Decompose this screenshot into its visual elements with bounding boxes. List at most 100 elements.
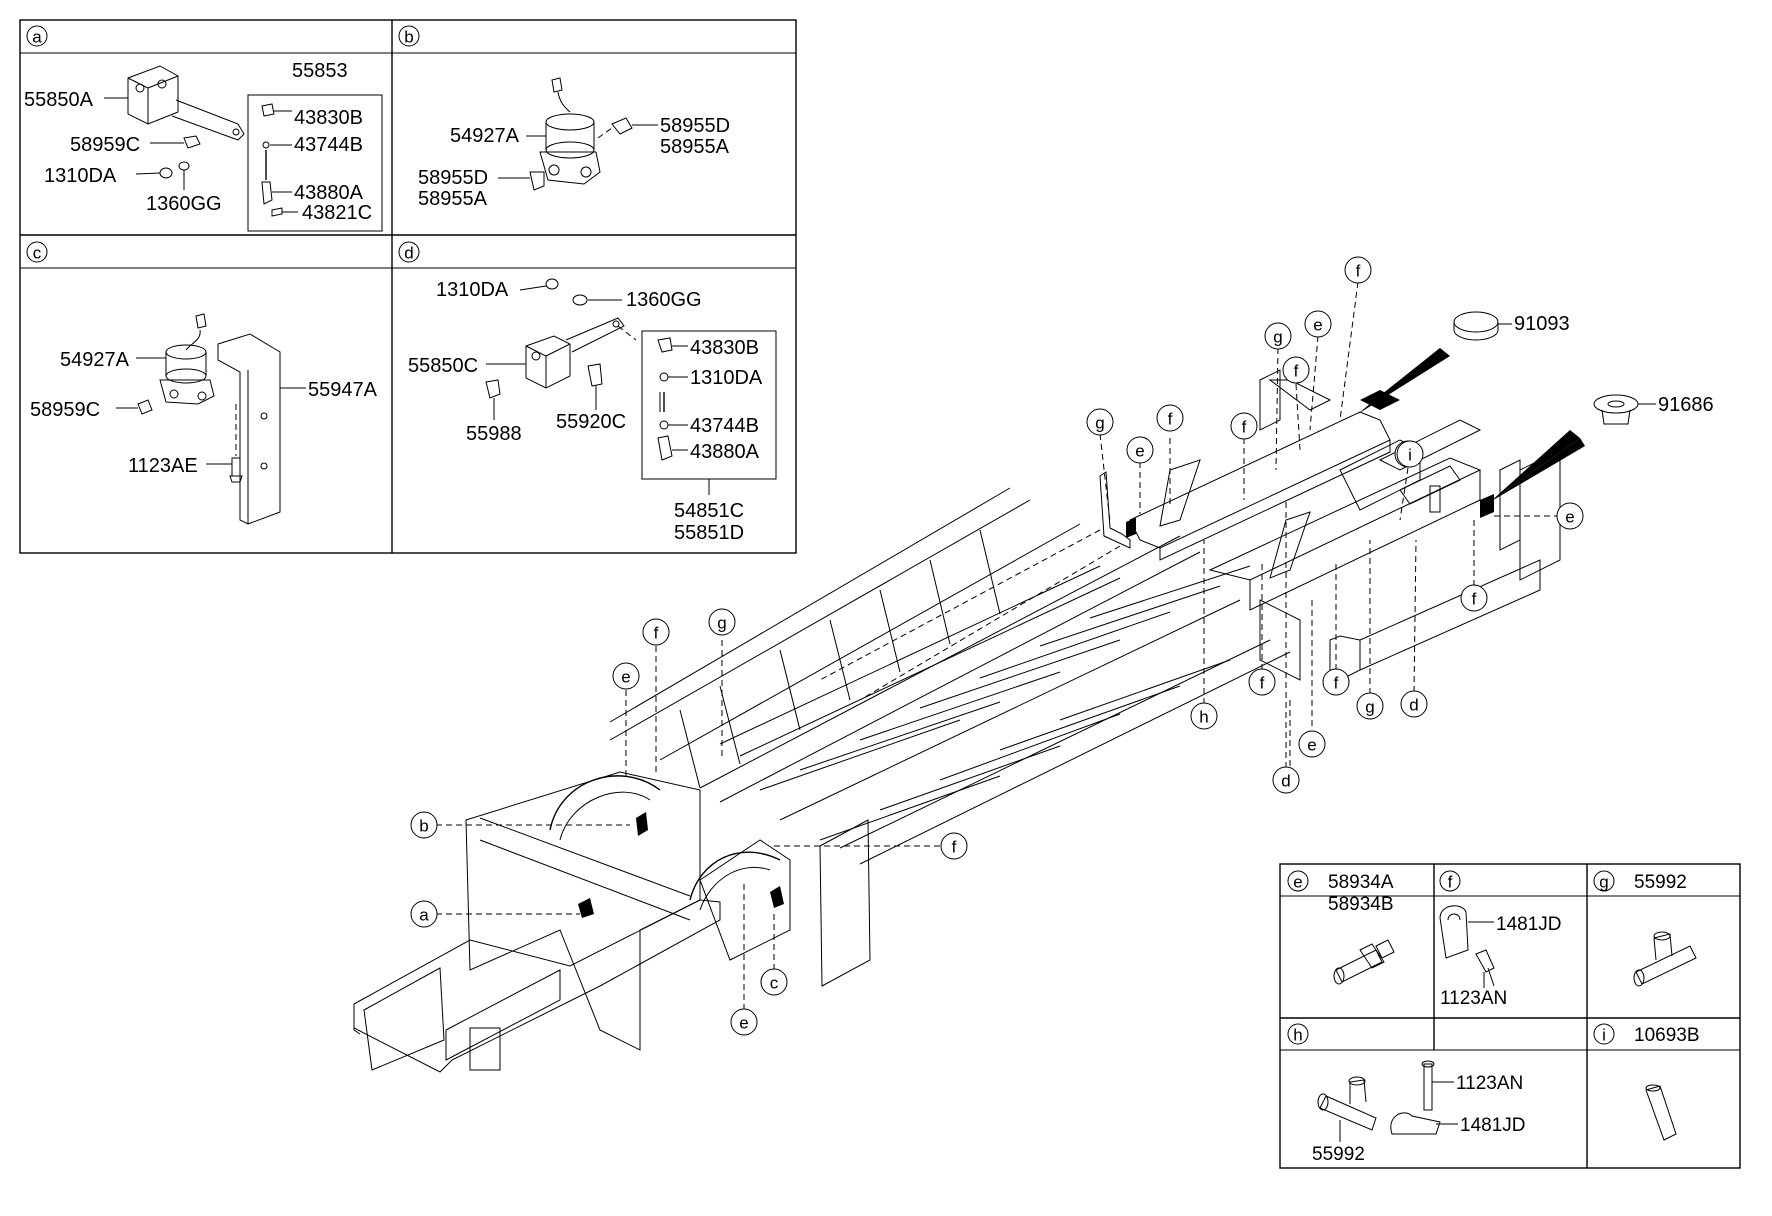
callout-g <box>708 608 736 636</box>
label-58959C: 58959C <box>70 134 140 156</box>
panel-e: e 58934A 58934B <box>1287 870 1395 985</box>
callout-f-text: f <box>1334 674 1339 693</box>
callout-c <box>760 968 788 996</box>
panel-a: a <box>24 25 383 232</box>
panel-h-letter: h <box>1293 1026 1302 1045</box>
panel-c: c 54927A 55947A 58959C 1 <box>26 241 378 525</box>
panel-c-letter: c <box>33 244 42 263</box>
callout-f <box>940 832 968 860</box>
callout-f-text: f <box>1356 262 1361 281</box>
callout-e-text: e <box>1313 316 1322 335</box>
tee-fitting-drawing <box>1633 931 1697 987</box>
kit-55853-box <box>247 94 383 232</box>
panel-f: f 1481JD 1123AN <box>1439 870 1562 1009</box>
callout-g-text: g <box>1365 698 1374 717</box>
label-43830B: 43830B <box>294 107 363 129</box>
link-rod-d-drawing <box>657 337 673 461</box>
callout-d <box>1400 690 1428 718</box>
label-54927A: 54927A <box>450 125 520 147</box>
panel-b-leaders <box>498 124 658 179</box>
panel-b-badge <box>398 25 420 47</box>
callout-f-text: f <box>1242 418 1247 437</box>
detail-panels-bottom-right <box>1279 863 1741 1169</box>
rear-callouts: f e g f g e f f f <box>1086 256 1584 794</box>
callout-g-text: g <box>1095 414 1104 433</box>
panel-f-letter: f <box>1448 873 1453 892</box>
label-55988: 55988 <box>466 423 522 445</box>
label-1481JD-f: 1481JD <box>1496 914 1562 935</box>
panel-g-badge <box>1593 870 1615 892</box>
panel-c-badge <box>26 241 48 263</box>
callout-f-text: f <box>1168 410 1173 429</box>
label-43880A: 43880A <box>294 182 364 204</box>
callout-b <box>410 811 438 839</box>
panel-f-badge <box>1439 870 1461 892</box>
label-58955A-1: 58955A <box>660 136 730 158</box>
label-1310DA-d-2: 1310DA <box>690 367 763 389</box>
callout-f-text: f <box>1294 362 1299 381</box>
label-43744B: 43744B <box>294 134 363 156</box>
panel-d: d <box>398 241 777 544</box>
callout-g <box>1356 692 1384 720</box>
callout-e-text: e <box>1565 508 1574 527</box>
callout-f-text: f <box>654 624 659 643</box>
panel-i: i 10693B <box>1593 1023 1700 1141</box>
label-54927A-c: 54927A <box>60 349 130 371</box>
callout-f <box>1230 412 1258 440</box>
panel-d-badge <box>398 241 420 263</box>
label-1360GG-d: 1360GG <box>626 289 702 311</box>
detail-panels-top-left <box>19 19 797 554</box>
callout-f <box>642 618 670 646</box>
label-58934B: 58934B <box>1328 894 1394 915</box>
label-54851C: 54851C <box>674 500 744 522</box>
callout-e-text: e <box>1135 442 1144 461</box>
label-91686: 91686 <box>1658 394 1714 416</box>
panel-h: h 1123AN 1481JD 55992 <box>1287 1023 1526 1165</box>
cap-91093-drawing <box>1453 311 1512 341</box>
callout-a-text: a <box>419 906 429 925</box>
callout-f <box>1460 584 1488 612</box>
callout-d <box>1272 766 1300 794</box>
panel-a-badge <box>26 25 48 47</box>
callout-e-text: e <box>739 1014 748 1033</box>
panel-c-leaders <box>116 357 306 465</box>
pointer-wedges <box>1358 348 1585 502</box>
callout-e <box>612 662 640 690</box>
panel-i-letter: i <box>1602 1026 1606 1045</box>
label-58959C-c: 58959C <box>30 399 100 421</box>
label-58955D-1: 58955D <box>660 115 730 137</box>
label-55853: 55853 <box>292 60 348 82</box>
panel-g: g 55992 <box>1593 870 1697 987</box>
label-58934A: 58934A <box>1328 872 1394 893</box>
panel-b: b 54927A 58955D 58955A 58955D 58955A <box>398 25 730 210</box>
label-1123AN-f: 1123AN <box>1440 988 1507 1009</box>
valve-bracket-drawing <box>137 313 281 525</box>
label-1310DA-d-1: 1310DA <box>436 279 509 301</box>
callout-e <box>1126 436 1154 464</box>
label-55850A: 55850A <box>24 89 94 111</box>
label-1310DA: 1310DA <box>44 165 117 187</box>
callout-e <box>1304 310 1332 338</box>
panel-e-letter: e <box>1293 873 1302 892</box>
callout-e <box>730 1008 758 1036</box>
callout-i <box>1396 440 1424 468</box>
height-valve-assembly-drawing <box>127 65 245 179</box>
label-55992-g: 55992 <box>1634 872 1687 893</box>
callout-f <box>1156 404 1184 432</box>
label-1123AN-h: 1123AN <box>1456 1073 1523 1094</box>
callout-d-text: d <box>1281 772 1290 791</box>
callout-f-text: f <box>1472 590 1477 609</box>
callout-h <box>1190 702 1218 730</box>
grommet-91686-drawing <box>1593 394 1656 425</box>
tee-and-clip-drawing <box>1317 1060 1458 1142</box>
link-rod-drawing <box>261 103 283 217</box>
label-55850C: 55850C <box>408 355 478 377</box>
label-1481JD-h: 1481JD <box>1460 1115 1526 1136</box>
label-43744B-d: 43744B <box>690 415 759 437</box>
callout-h-text: h <box>1199 708 1208 727</box>
callout-e-text: e <box>1307 736 1316 755</box>
panel-e-badge <box>1287 870 1309 892</box>
label-1360GG: 1360GG <box>146 193 222 215</box>
clip-drawing <box>1439 905 1495 988</box>
